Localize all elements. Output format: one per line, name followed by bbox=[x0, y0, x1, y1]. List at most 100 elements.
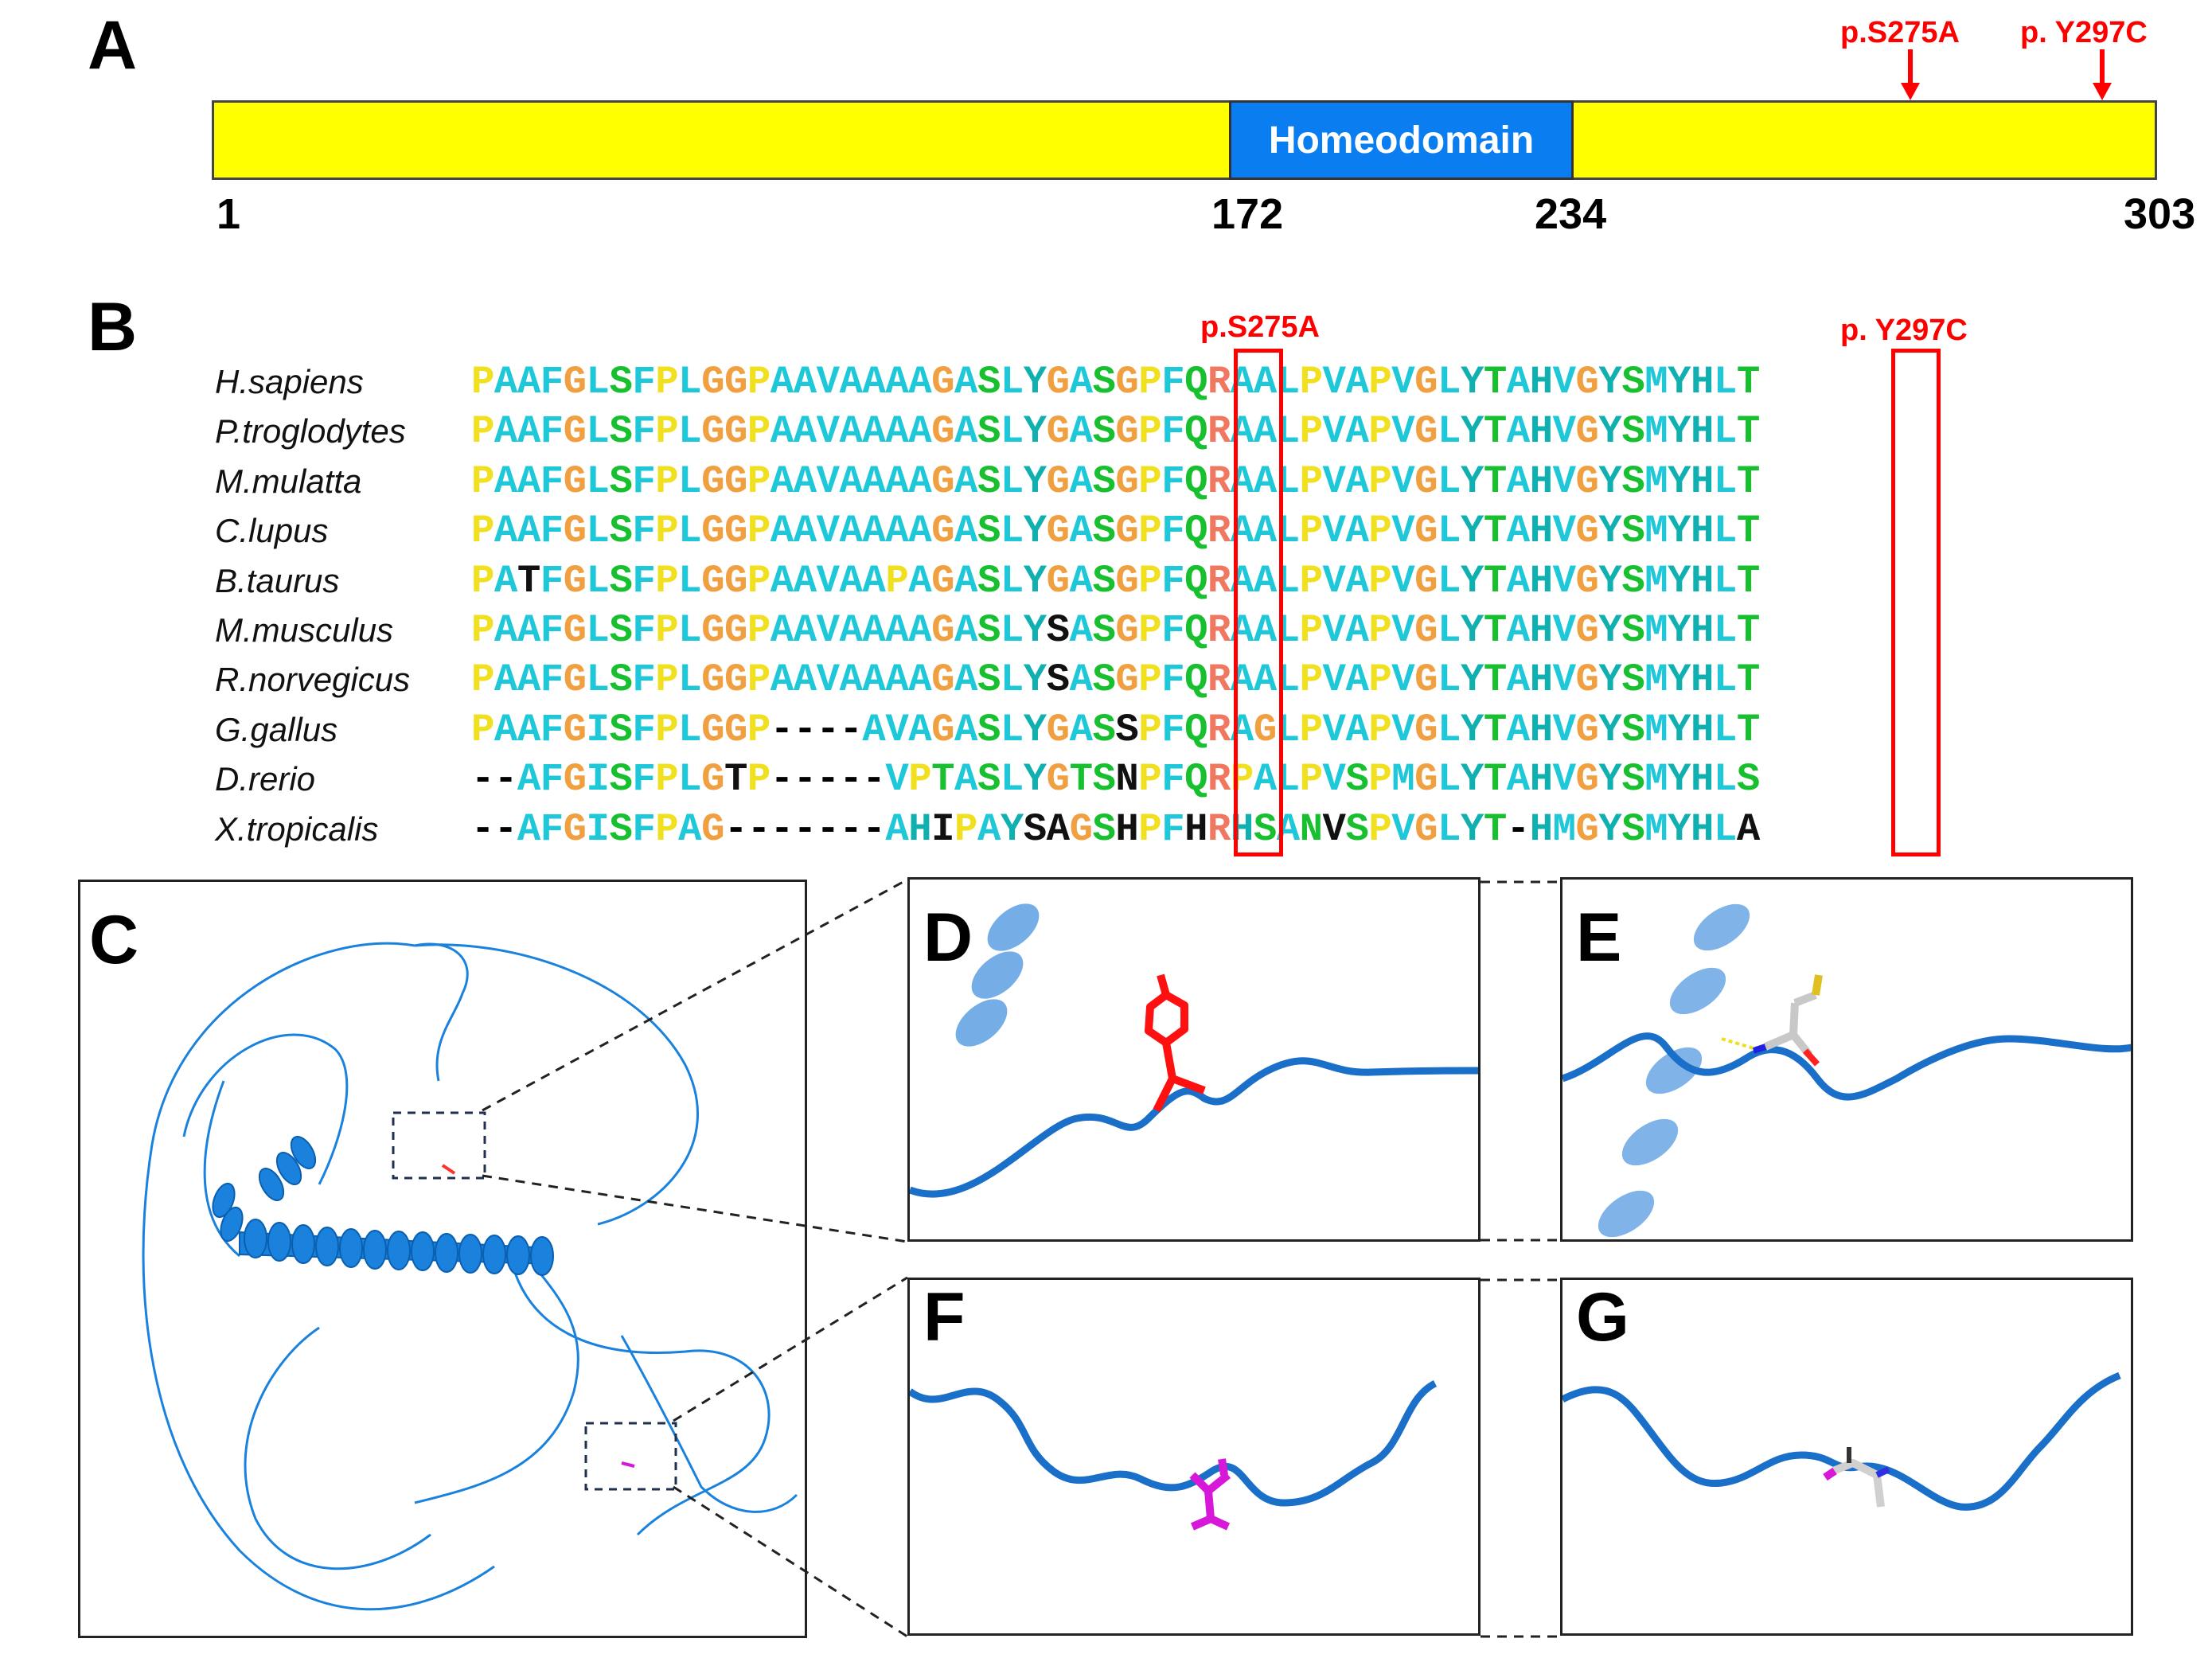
residue: P bbox=[1368, 757, 1392, 802]
residue: P bbox=[885, 558, 909, 603]
residue: L bbox=[1438, 360, 1461, 404]
residue: S bbox=[1621, 458, 1645, 504]
residue: T bbox=[1736, 657, 1760, 703]
residue: T bbox=[1483, 608, 1507, 653]
residue: T bbox=[1483, 757, 1507, 802]
residue: G bbox=[724, 657, 747, 703]
residue: P bbox=[1138, 409, 1162, 455]
wildtype-s275-structure bbox=[910, 903, 1478, 1198]
sequence-row: PATFGLSFPLGGPAAVAAPAGASLYGASGPFQRAALPVAP… bbox=[471, 559, 1760, 603]
residue: P bbox=[747, 558, 770, 603]
residue: R bbox=[1207, 558, 1231, 603]
residue: A bbox=[678, 806, 702, 852]
residue: F bbox=[540, 458, 564, 504]
residue: T bbox=[1483, 707, 1507, 752]
residue: P bbox=[1368, 657, 1392, 703]
residue: S bbox=[1621, 608, 1645, 653]
residue: A bbox=[770, 458, 794, 504]
residue: A bbox=[908, 409, 932, 455]
residue: A bbox=[793, 360, 817, 404]
residue: A bbox=[977, 806, 1001, 852]
residue: G bbox=[701, 558, 724, 603]
residue: V bbox=[816, 360, 840, 404]
residue: G bbox=[724, 608, 747, 653]
residue: G bbox=[563, 558, 587, 603]
residue: P bbox=[655, 558, 679, 603]
residue: A bbox=[494, 509, 517, 554]
residue: Q bbox=[1184, 707, 1207, 752]
residue: A bbox=[1736, 806, 1760, 852]
residue: Y bbox=[1598, 509, 1622, 554]
residue: F bbox=[632, 360, 656, 404]
residue: F bbox=[632, 806, 656, 852]
residue: A bbox=[494, 409, 517, 455]
residue: L bbox=[1000, 558, 1024, 603]
residue: A bbox=[862, 707, 886, 752]
residue: P bbox=[1138, 458, 1162, 504]
residue: H bbox=[1691, 608, 1714, 653]
residue: L bbox=[586, 409, 610, 455]
residue: P bbox=[471, 558, 494, 603]
residue: S bbox=[1092, 360, 1116, 404]
residue: H bbox=[1529, 509, 1553, 554]
residue: M bbox=[1644, 509, 1668, 554]
residue: S bbox=[977, 458, 1001, 504]
residue: T bbox=[1736, 707, 1760, 752]
residue: L bbox=[678, 558, 702, 603]
protein-bar bbox=[212, 100, 2157, 180]
residue: A bbox=[954, 657, 977, 703]
residue: Y bbox=[1460, 657, 1484, 703]
residue: S bbox=[609, 707, 633, 752]
residue: S bbox=[609, 409, 633, 455]
residue: T bbox=[1483, 509, 1507, 554]
residue: R bbox=[1207, 757, 1231, 802]
residue: T bbox=[931, 757, 955, 802]
residue: Q bbox=[1184, 458, 1207, 504]
residue: A bbox=[1253, 409, 1277, 455]
residue: S bbox=[609, 458, 633, 504]
residue: A bbox=[1253, 360, 1277, 404]
residue: Y bbox=[1668, 707, 1691, 752]
sequence-row: PAAFGLSFPLGGPAAVAAAAGASLYGASGPFQRAALPVAP… bbox=[471, 409, 1760, 454]
residue: G bbox=[1046, 360, 1070, 404]
residue: H bbox=[1691, 458, 1714, 504]
residue: V bbox=[1552, 657, 1576, 703]
residue: Y bbox=[1460, 509, 1484, 554]
residue: V bbox=[1391, 608, 1415, 653]
residue: A bbox=[1253, 558, 1277, 603]
residue: A bbox=[1345, 509, 1369, 554]
residue: F bbox=[632, 409, 656, 455]
residue: P bbox=[1299, 757, 1323, 802]
residue: Q bbox=[1184, 360, 1207, 404]
residue: F bbox=[1161, 806, 1185, 852]
residue: A bbox=[954, 409, 977, 455]
residue: G bbox=[1046, 409, 1070, 455]
residue: - bbox=[770, 757, 794, 802]
residue: Y bbox=[1460, 558, 1484, 603]
residue: Y bbox=[1668, 360, 1691, 404]
residue: H bbox=[1691, 360, 1714, 404]
residue: A bbox=[1069, 509, 1093, 554]
residue: Q bbox=[1184, 509, 1207, 554]
residue: F bbox=[632, 608, 656, 653]
residue: G bbox=[1115, 558, 1139, 603]
residue: P bbox=[1138, 360, 1162, 404]
residue: F bbox=[1161, 757, 1185, 802]
residue: T bbox=[1736, 458, 1760, 504]
residue: S bbox=[1092, 558, 1116, 603]
residue: S bbox=[609, 608, 633, 653]
residue: F bbox=[540, 657, 564, 703]
residue: Q bbox=[1184, 757, 1207, 802]
residue: M bbox=[1644, 608, 1668, 653]
residue: Y bbox=[1668, 558, 1691, 603]
residue: S bbox=[609, 806, 633, 852]
residue: R bbox=[1207, 657, 1231, 703]
residue: L bbox=[678, 409, 702, 455]
residue: A bbox=[494, 558, 517, 603]
residue: G bbox=[701, 360, 724, 404]
residue: M bbox=[1644, 806, 1668, 852]
residue: P bbox=[1299, 360, 1323, 404]
residue: L bbox=[678, 458, 702, 504]
residue: - bbox=[747, 806, 770, 852]
